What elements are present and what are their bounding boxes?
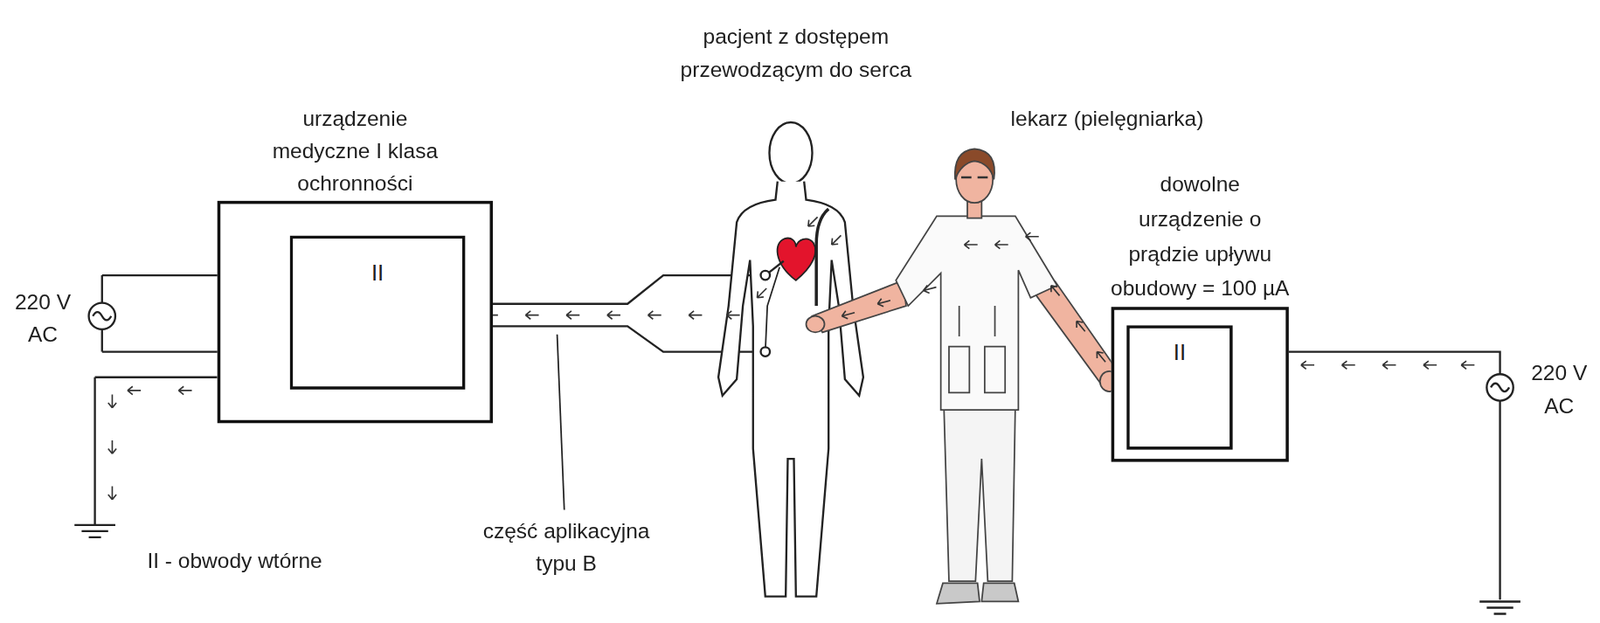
- current-arrow: [108, 394, 117, 409]
- caption-label: lekarz (pielęgniarka): [1011, 102, 1205, 135]
- current-arrow: [178, 386, 192, 395]
- current-arrow: [964, 240, 978, 249]
- caption-label: pacjent z dostępem przewodzącym do serca: [671, 20, 922, 86]
- current-arrow: [127, 386, 141, 395]
- current-arrow: [1461, 360, 1475, 369]
- caption-label: 220 V AC: [1525, 356, 1594, 423]
- doctor-figure: [806, 148, 1119, 603]
- current-arrow: [1094, 349, 1109, 366]
- leader-line: [557, 334, 565, 511]
- current-arrow: [1301, 360, 1315, 369]
- current-arrow: [607, 311, 621, 319]
- current-arrow: [922, 283, 938, 295]
- device-box: II: [290, 235, 466, 390]
- current-arrow: [754, 285, 769, 301]
- device-box: II: [1126, 325, 1233, 450]
- current-arrow: [525, 311, 539, 319]
- device-box: urządzenie medyczne I klasa ochronnościI…: [217, 200, 493, 423]
- device-box: dowolne urządzenie o prądzie upływu obud…: [1111, 306, 1289, 462]
- current-arrow: [805, 214, 821, 229]
- applied-part-cable: [462, 275, 762, 510]
- caption-label: część aplikacyjna typu B: [470, 514, 661, 581]
- current-arrow: [840, 308, 856, 320]
- current-arrow: [648, 311, 662, 319]
- current-arrow: [828, 232, 844, 248]
- circuit-label: II: [1129, 336, 1230, 369]
- circuit-label: II: [292, 256, 463, 290]
- device-heading: urządzenie medyczne I klasa ochronności: [256, 102, 453, 201]
- current-arrow: [1073, 318, 1088, 335]
- current-arrow: [108, 486, 117, 500]
- current-arrow: [995, 240, 1009, 249]
- caption-label: II - obwody wtórne: [146, 544, 322, 577]
- current-arrow: [108, 440, 117, 454]
- caption-label: 220 V AC: [9, 285, 77, 352]
- current-arrow: [1342, 360, 1356, 369]
- current-arrow: [1423, 360, 1437, 369]
- current-arrow: [1047, 283, 1063, 299]
- current-arrow: [1025, 232, 1039, 241]
- patient-figure: [718, 122, 864, 597]
- current-arrow: [566, 311, 580, 319]
- current-arrow: [1382, 360, 1396, 369]
- current-arrow: [688, 311, 702, 319]
- current-arrow: [726, 311, 740, 319]
- device-heading: dowolne urządzenie o prądzie upływu obud…: [1108, 166, 1291, 306]
- current-arrow: [876, 296, 892, 308]
